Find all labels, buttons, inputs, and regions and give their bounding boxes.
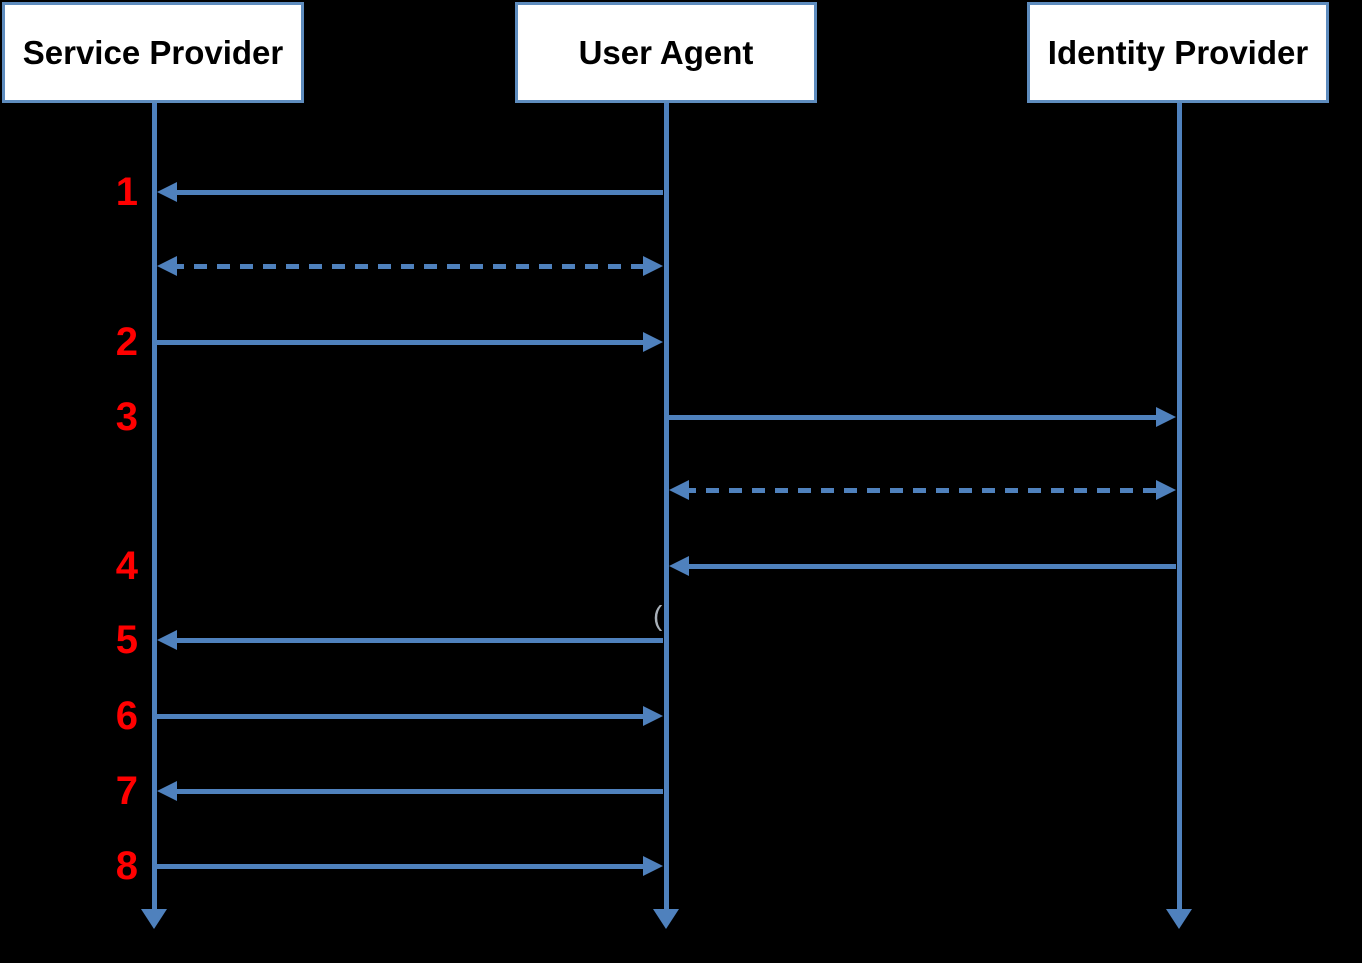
step-number-8: 8 xyxy=(115,844,138,888)
actor-box-identity-provider: Identity Provider xyxy=(1027,2,1329,103)
step-number-3: 3 xyxy=(115,395,138,439)
message-line-step-7 xyxy=(171,788,663,794)
message-arrowhead-right-step-3 xyxy=(1156,407,1176,427)
message-line-step-6 xyxy=(157,713,649,719)
step-number-5: 5 xyxy=(115,618,138,662)
message-arrowhead-left-step-5 xyxy=(157,630,177,650)
lifeline-identity-provider xyxy=(1176,103,1182,909)
lifeline-user-agent xyxy=(663,103,669,909)
message-line-step-4 xyxy=(683,563,1176,569)
message-line-step-5 xyxy=(171,637,663,643)
message-line-step-2 xyxy=(157,339,649,345)
step-number-7: 7 xyxy=(115,769,138,813)
actor-box-user-agent: User Agent xyxy=(515,2,817,103)
message-arrowhead-left-step-7 xyxy=(157,781,177,801)
lifeline-arrowhead-user-agent xyxy=(653,909,679,929)
message-arrowhead-left-dashed-return-1 xyxy=(157,256,177,276)
message-arrowhead-right-dashed-return-4 xyxy=(1156,480,1176,500)
lifeline-arrowhead-identity-provider xyxy=(1166,909,1192,929)
actor-label-identity-provider: Identity Provider xyxy=(1047,33,1309,71)
message-line-step-3 xyxy=(669,414,1162,420)
message-line-dashed-return-1 xyxy=(171,263,649,269)
message-arrowhead-right-dashed-return-1 xyxy=(643,256,663,276)
lifeline-arrowhead-service-provider xyxy=(141,909,167,929)
step-number-4: 4 xyxy=(115,544,138,588)
step-number-6: 6 xyxy=(115,694,138,738)
stray-parenthesis-artifact: ( xyxy=(653,600,663,631)
message-arrowhead-left-step-1 xyxy=(157,182,177,202)
step-number-2: 2 xyxy=(115,320,138,364)
lifeline-service-provider xyxy=(151,103,157,909)
actor-label-service-provider: Service Provider xyxy=(22,33,284,71)
message-arrowhead-right-step-8 xyxy=(643,856,663,876)
message-arrowhead-left-dashed-return-4 xyxy=(669,480,689,500)
message-line-dashed-return-4 xyxy=(683,487,1162,493)
actor-label-user-agent: User Agent xyxy=(578,33,754,71)
message-arrowhead-left-step-4 xyxy=(669,556,689,576)
message-line-step-1 xyxy=(171,189,663,195)
step-number-1: 1 xyxy=(115,170,138,214)
message-arrowhead-right-step-2 xyxy=(643,332,663,352)
message-arrowhead-right-step-6 xyxy=(643,706,663,726)
message-line-step-8 xyxy=(157,863,649,869)
actor-box-service-provider: Service Provider xyxy=(2,2,304,103)
